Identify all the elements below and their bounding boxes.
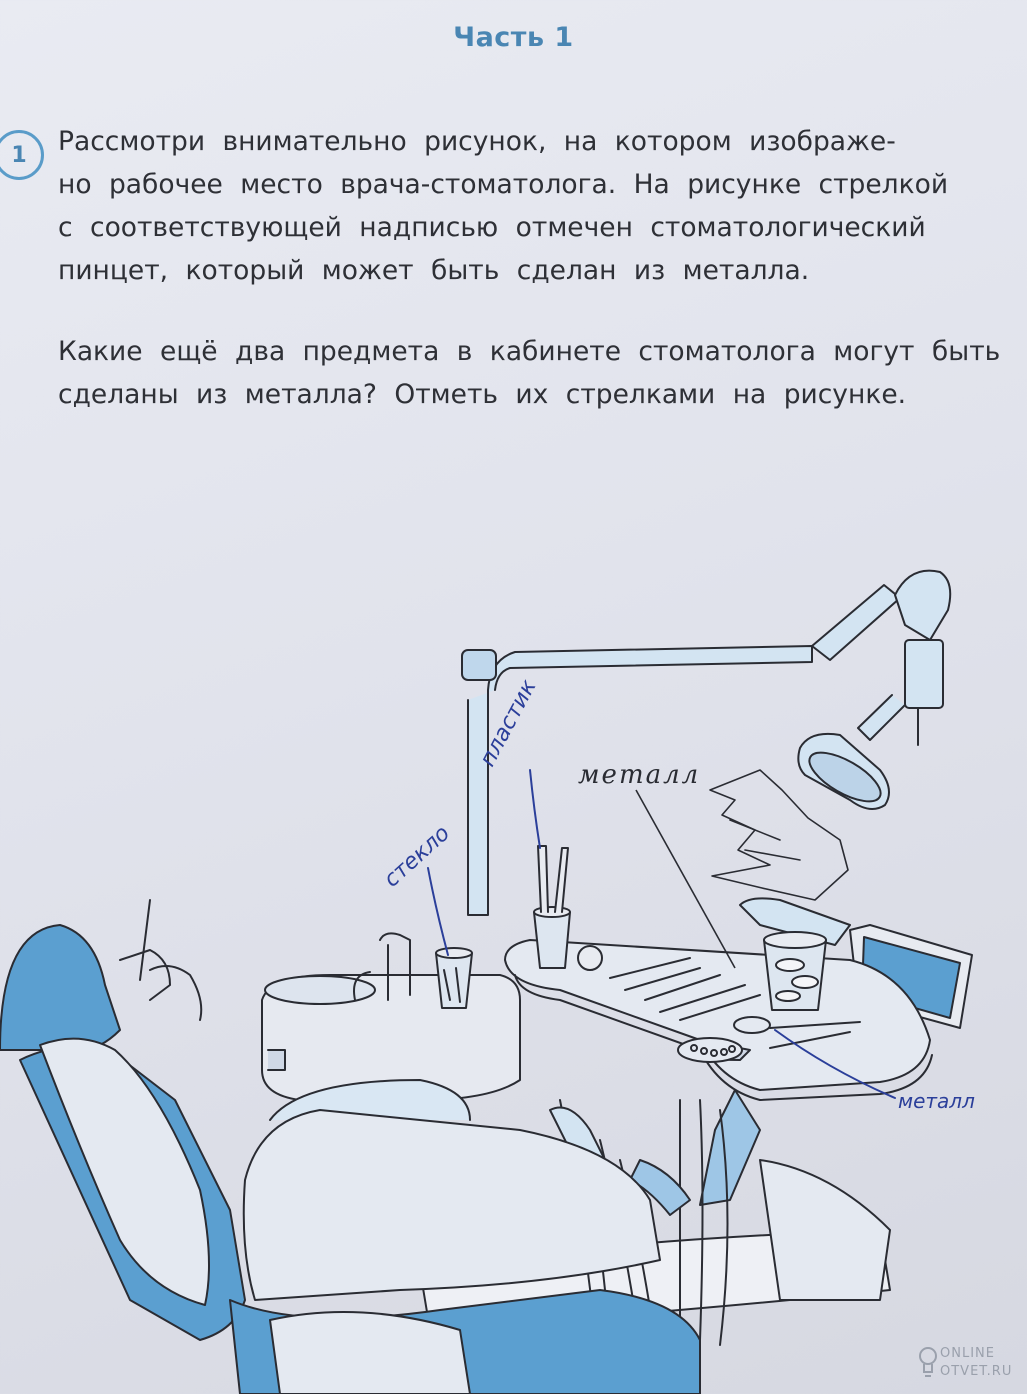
task-text-line: Какие ещё два предмета в кабинете стомат… <box>58 336 1001 367</box>
sink-unit <box>261 932 521 1121</box>
handwritten-annotations <box>427 769 896 1099</box>
task-number-badge: 1 <box>0 130 44 180</box>
dental-chair <box>0 899 891 1394</box>
handwritten-arrow-tool <box>774 1029 896 1099</box>
watermark: ONLINE OTVET.RU <box>918 1340 1023 1390</box>
handwritten-label-tool: металл <box>898 1089 975 1113</box>
handwritten-label-glass: стекло <box>379 821 455 893</box>
lightbulb-icon <box>919 1347 937 1377</box>
printed-label-arrow <box>635 789 736 969</box>
instrument-tray <box>504 897 933 1101</box>
chair-headrest <box>0 924 121 1051</box>
printed-label-metal: металл <box>578 760 736 969</box>
glass-left <box>435 947 473 1009</box>
glass-with-toothbrushes <box>533 845 571 969</box>
watermark-line-1: ONLINE <box>940 1346 995 1361</box>
task-text-line: пинцет, который может быть сделан из мет… <box>58 255 810 286</box>
footrest <box>759 1159 891 1301</box>
handwritten-arrow-glass <box>427 867 449 956</box>
arm-joint <box>461 649 497 681</box>
chair-seat <box>242 1109 661 1301</box>
chair-back <box>39 1037 210 1306</box>
handwritten-arrow-toothbrush <box>529 769 541 849</box>
lamp-handle-block <box>904 639 944 709</box>
task-text-line: сделаны из металла? Отметь их стрелками … <box>58 379 907 410</box>
lamp-head <box>797 732 890 810</box>
task-text-paragraph-2: Какие ещё два предмета в кабинете стомат… <box>58 330 1027 416</box>
page-title: Часть 1 <box>453 22 574 53</box>
glass-with-cotton <box>763 931 827 1011</box>
lamp-arm <box>461 569 952 916</box>
lamp-light-rays <box>709 769 849 901</box>
watermark-line-2: OTVET.RU <box>940 1364 1013 1379</box>
task-text-line: но рабочее место врача-стоматолога. На р… <box>58 169 949 200</box>
printed-label-text: металл <box>578 760 700 790</box>
task-text-line: Рассмотри внимательно рисунок, на которо… <box>58 126 896 157</box>
task-text-line: с соответствующей надписью отмечен стома… <box>58 212 926 243</box>
task-text-paragraph-1: Рассмотри внимательно рисунок, на которо… <box>58 120 1027 292</box>
control-buttons <box>677 1037 743 1063</box>
